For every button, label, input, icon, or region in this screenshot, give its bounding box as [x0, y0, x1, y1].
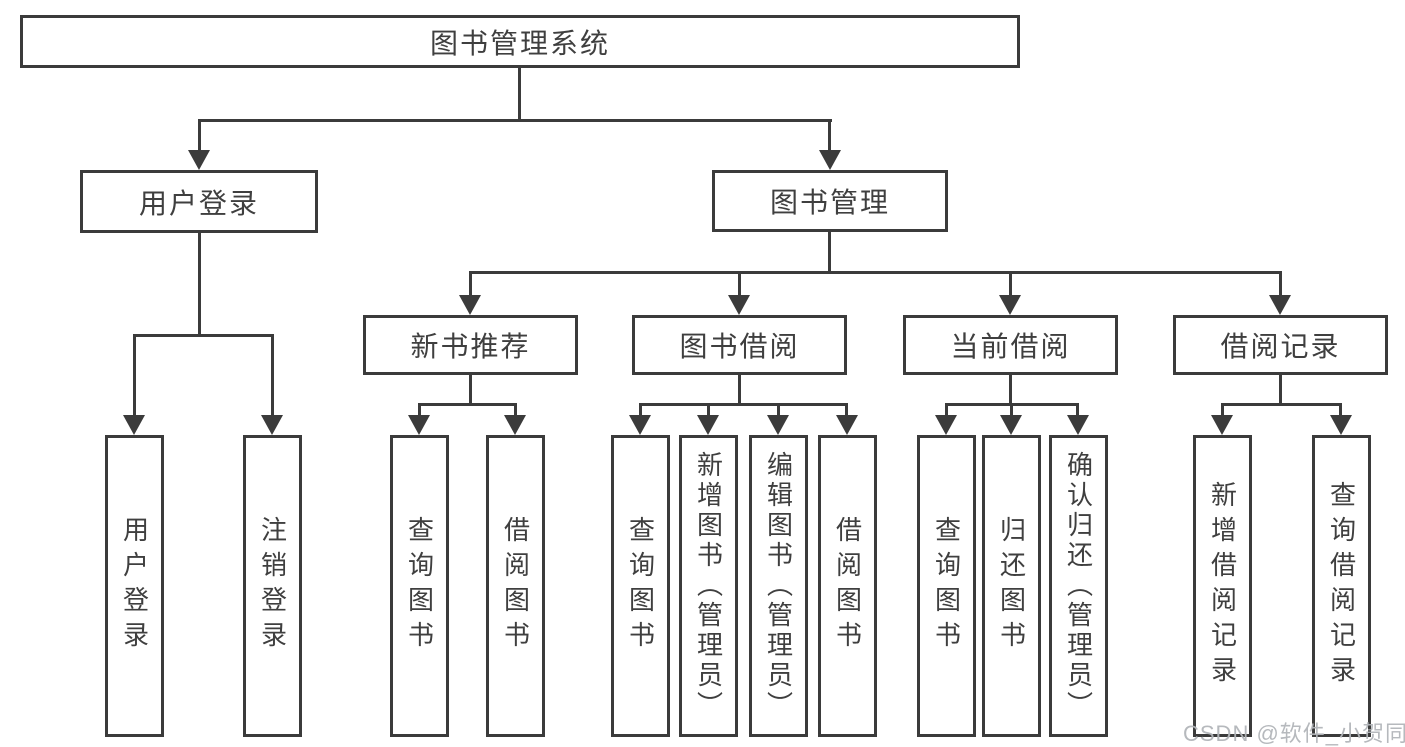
leaf-logout: 注销登录 [243, 435, 302, 737]
node-current-borrow: 当前借阅 [903, 315, 1118, 375]
connector-line [639, 403, 642, 415]
connector-line [418, 403, 421, 415]
node-label: 查询借阅记录 [1326, 481, 1357, 691]
connector-line [469, 271, 472, 295]
arrow-down-icon [504, 415, 526, 435]
leaf-query-borrow-record: 查询借阅记录 [1312, 435, 1371, 737]
arrow-down-icon [1000, 415, 1022, 435]
leaf-borrow-books: 借阅图书 [486, 435, 545, 737]
connector-line [469, 271, 1282, 274]
node-book-management-system: 图书管理系统 [20, 15, 1020, 68]
connector-line [133, 334, 136, 415]
node-label: 新书推荐 [410, 331, 531, 362]
node-label: 归还图书 [996, 516, 1027, 656]
node-label: 图书借阅 [679, 331, 800, 362]
node-label: 图书管理系统 [429, 27, 610, 59]
connector-line [945, 403, 948, 415]
connector-line [514, 403, 517, 415]
arrow-down-icon [935, 415, 957, 435]
leaf-query-books: 查询图书 [917, 435, 976, 737]
node-borrow-records: 借阅记录 [1173, 315, 1388, 375]
node-label: 用户登录 [138, 187, 259, 219]
connector-line [828, 119, 831, 151]
node-label: 图书管理 [769, 187, 890, 218]
node-label: 确认归还（管理员） [1063, 451, 1094, 721]
arrow-down-icon [767, 415, 789, 435]
leaf-edit-books-admin: 编辑图书（管理员） [749, 435, 808, 737]
arrow-down-icon [1067, 415, 1089, 435]
leaf-user-login: 用户登录 [105, 435, 164, 737]
arrow-down-icon [819, 150, 841, 170]
leaf-query-books: 查询图书 [611, 435, 670, 737]
connector-line [1339, 403, 1342, 415]
connector-line [1221, 403, 1224, 415]
connector-line [469, 375, 472, 406]
arrow-down-icon [1330, 415, 1352, 435]
node-label: 借阅记录 [1220, 331, 1341, 362]
node-label: 查询图书 [404, 516, 435, 656]
connector-line [1076, 403, 1079, 415]
node-label: 查询图书 [931, 516, 962, 656]
node-book-borrow: 图书借阅 [632, 315, 847, 375]
connector-line [828, 232, 831, 274]
connector-line [271, 334, 274, 415]
arrow-down-icon [123, 415, 145, 435]
arrow-down-icon [836, 415, 858, 435]
connector-line [777, 403, 780, 415]
connector-line [198, 119, 832, 122]
leaf-borrow-books: 借阅图书 [818, 435, 877, 737]
leaf-query-books: 查询图书 [390, 435, 449, 737]
arrow-down-icon [629, 415, 651, 435]
arrow-down-icon [261, 415, 283, 435]
connector-line [133, 334, 274, 337]
arrow-down-icon [697, 415, 719, 435]
node-label: 借阅图书 [500, 516, 531, 656]
node-label: 新增借阅记录 [1207, 481, 1238, 691]
connector-line [1009, 375, 1012, 406]
connector-line [518, 68, 521, 122]
connector-line [1279, 375, 1282, 406]
arrow-down-icon [459, 295, 481, 315]
arrow-down-icon [408, 415, 430, 435]
connector-line [1009, 271, 1012, 295]
node-label: 新增图书（管理员） [693, 451, 724, 721]
node-book-management: 图书管理 [712, 170, 948, 232]
connector-line [198, 233, 201, 337]
connector-line [639, 403, 848, 406]
node-label: 借阅图书 [832, 516, 863, 656]
arrow-down-icon [1211, 415, 1233, 435]
arrow-down-icon [728, 295, 750, 315]
connector-line [1221, 403, 1342, 406]
leaf-add-books-admin: 新增图书（管理员） [679, 435, 738, 737]
leaf-add-borrow-record: 新增借阅记录 [1193, 435, 1252, 737]
node-label: 查询图书 [625, 516, 656, 656]
leaf-return-books: 归还图书 [982, 435, 1041, 737]
connector-line [198, 119, 201, 151]
arrow-down-icon [188, 150, 210, 170]
connector-line [845, 403, 848, 415]
node-label: 编辑图书（管理员） [763, 451, 794, 721]
csdn-watermark: CSDN @软件_小贺同学 [1183, 721, 1405, 746]
connector-line [1010, 403, 1013, 415]
connector-line [738, 375, 741, 406]
node-new-book-recommend: 新书推荐 [363, 315, 578, 375]
connector-line [707, 403, 710, 415]
arrow-down-icon [1269, 295, 1291, 315]
leaf-confirm-return-admin: 确认归还（管理员） [1049, 435, 1108, 737]
node-label: 注销登录 [257, 516, 288, 656]
node-user-login: 用户登录 [80, 170, 318, 233]
node-label: 用户登录 [119, 516, 150, 656]
arrow-down-icon [999, 295, 1021, 315]
connector-line [738, 271, 741, 295]
connector-line [1279, 271, 1282, 295]
node-label: 当前借阅 [950, 331, 1071, 362]
connector-line [418, 403, 517, 406]
